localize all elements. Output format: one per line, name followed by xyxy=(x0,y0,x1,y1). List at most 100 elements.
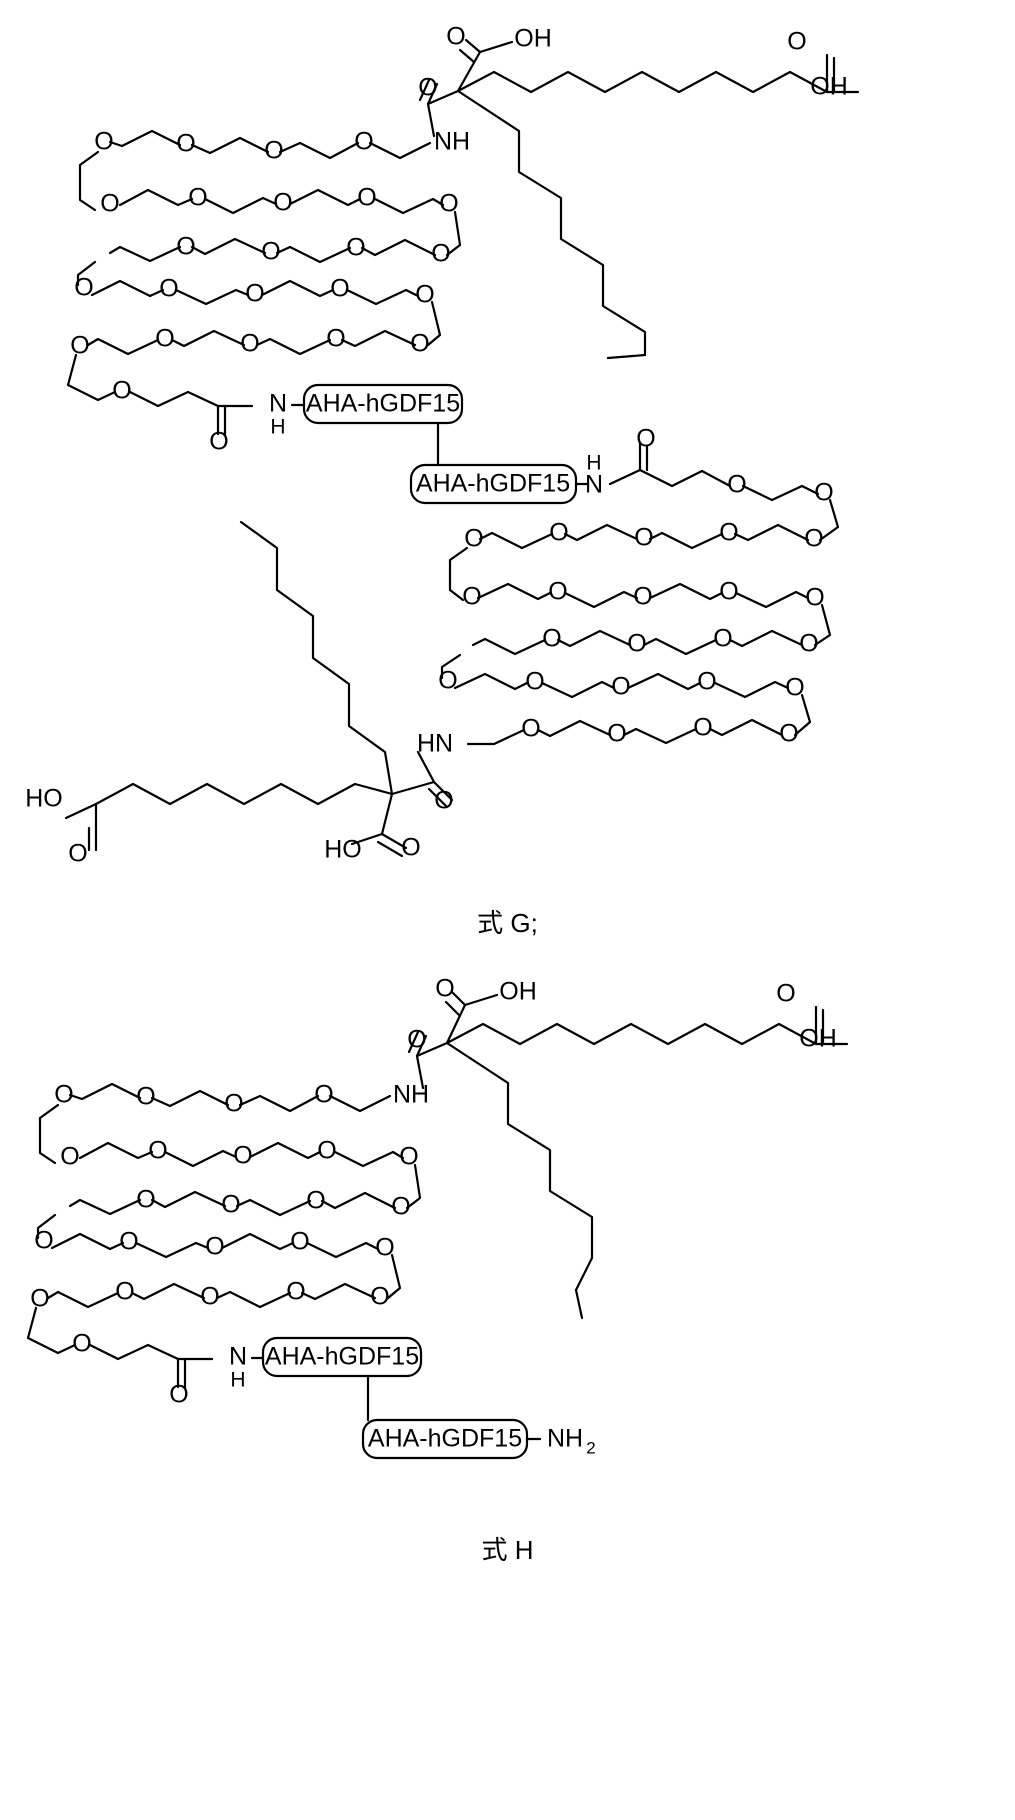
h-label-nh-top: NH xyxy=(393,1081,429,1109)
svg-text:O: O xyxy=(357,184,376,212)
g-label-oh-top: OH xyxy=(514,25,552,53)
g-lower-peg-oxygen-labels: O O O O O O O O O O O O O O O O O O O O … xyxy=(438,471,833,748)
svg-text:O: O xyxy=(34,1227,53,1255)
svg-text:O: O xyxy=(410,330,429,358)
svg-text:O: O xyxy=(100,190,119,218)
svg-text:O: O xyxy=(317,1137,336,1165)
svg-text:O: O xyxy=(719,519,738,547)
h-label-nh2-subscript: 2 xyxy=(586,1438,595,1457)
g-label-o-acid-top: O xyxy=(446,23,465,51)
svg-text:O: O xyxy=(54,1081,73,1109)
g-label-ho-left: HO xyxy=(25,785,63,813)
svg-text:O: O xyxy=(72,1330,91,1358)
h-protein-box-2-label: AHA-hGDF15 xyxy=(368,1425,522,1453)
h-protein-box-1[interactable]: AHA-hGDF15 xyxy=(261,1336,423,1378)
g-protein-box-2-label: AHA-hGDF15 xyxy=(416,470,570,498)
g-label-o-lower-amide2: O xyxy=(434,787,453,815)
svg-text:O: O xyxy=(306,1187,325,1215)
svg-text:O: O xyxy=(60,1143,79,1171)
svg-text:O: O xyxy=(224,1090,243,1118)
svg-text:O: O xyxy=(375,1234,394,1262)
svg-text:O: O xyxy=(245,280,264,308)
svg-text:O: O xyxy=(136,1083,155,1111)
svg-text:O: O xyxy=(221,1191,240,1219)
svg-text:O: O xyxy=(697,668,716,696)
h-label-o-acid-top: O xyxy=(435,975,454,1003)
svg-text:O: O xyxy=(354,128,373,156)
svg-text:O: O xyxy=(30,1285,49,1313)
h-label-o-amide-linker: O xyxy=(169,1381,188,1409)
h-protein-box-2[interactable]: AHA-hGDF15 xyxy=(361,1418,529,1460)
g-label-o-acid-right: O xyxy=(787,28,806,56)
svg-text:O: O xyxy=(119,1228,138,1256)
svg-text:O: O xyxy=(330,275,349,303)
g-peg-oxygen-labels: O O O O O O O O O O O O O O O O O O O O … xyxy=(70,128,458,405)
svg-text:O: O xyxy=(439,190,458,218)
g-protein-box-1-label: AHA-hGDF15 xyxy=(306,390,460,418)
svg-text:O: O xyxy=(799,630,818,658)
h-label-nh2: NH xyxy=(547,1425,583,1453)
formula-h-group: OH O O NH O OH xyxy=(26,975,849,1460)
svg-text:O: O xyxy=(542,625,561,653)
svg-text:O: O xyxy=(115,1278,134,1306)
svg-text:O: O xyxy=(159,275,178,303)
g-label-n-box2: N xyxy=(585,471,603,499)
svg-text:O: O xyxy=(804,525,823,553)
svg-text:O: O xyxy=(785,674,804,702)
svg-text:O: O xyxy=(136,1186,155,1214)
svg-text:O: O xyxy=(627,630,646,658)
svg-text:O: O xyxy=(727,471,746,499)
g-label-o-amide-top: O xyxy=(418,74,437,102)
g-label-o-lower-amide: O xyxy=(636,425,655,453)
svg-text:O: O xyxy=(391,1193,410,1221)
svg-text:O: O xyxy=(188,184,207,212)
svg-text:O: O xyxy=(462,583,481,611)
g-protein-box-1[interactable]: AHA-hGDF15 xyxy=(302,383,464,425)
svg-text:O: O xyxy=(240,330,259,358)
g-lower-peg-chain xyxy=(440,441,840,746)
svg-text:O: O xyxy=(314,1081,333,1109)
g-label-o-lower-acid: O xyxy=(401,834,420,862)
svg-text:O: O xyxy=(205,1233,224,1261)
svg-text:O: O xyxy=(399,1143,418,1171)
svg-text:O: O xyxy=(286,1278,305,1306)
g-lower-quaternary-center xyxy=(64,520,454,858)
svg-text:O: O xyxy=(261,238,280,266)
svg-text:O: O xyxy=(634,524,653,552)
svg-text:O: O xyxy=(176,233,195,261)
svg-text:O: O xyxy=(326,325,345,353)
g-protein-box-2[interactable]: AHA-hGDF15 xyxy=(409,463,578,505)
svg-text:O: O xyxy=(464,525,483,553)
h-label-o-amide-top: O xyxy=(407,1026,426,1054)
svg-text:O: O xyxy=(549,519,568,547)
svg-text:O: O xyxy=(607,720,626,748)
h-quaternary-center xyxy=(407,990,849,1320)
svg-text:O: O xyxy=(155,325,174,353)
svg-text:O: O xyxy=(74,274,93,302)
svg-text:O: O xyxy=(814,479,833,507)
g-quaternary-center xyxy=(418,38,860,360)
svg-text:O: O xyxy=(525,668,544,696)
svg-text:O: O xyxy=(200,1283,219,1311)
formula-g-group: OH O O NH O OH xyxy=(25,23,860,868)
g-label-o-amide-linker: O xyxy=(209,428,228,456)
g-label-h-box1: H xyxy=(270,416,285,439)
svg-text:O: O xyxy=(611,673,630,701)
h-label-oh-acid-right: OH xyxy=(799,1025,837,1053)
g-label-n-box1: N xyxy=(269,390,287,418)
h-peg-oxygen-labels: O O O O O O O O O O O O O O O O O O O O … xyxy=(30,1081,418,1358)
svg-text:O: O xyxy=(548,578,567,606)
svg-text:O: O xyxy=(94,128,113,156)
g-label-ho-lower: HO xyxy=(324,836,362,864)
svg-text:O: O xyxy=(70,332,89,360)
svg-text:O: O xyxy=(713,625,732,653)
svg-text:O: O xyxy=(112,377,131,405)
svg-text:O: O xyxy=(779,720,798,748)
svg-text:O: O xyxy=(290,1228,309,1256)
h-label-o-acid-right: O xyxy=(776,980,795,1008)
g-label-o-left-acid: O xyxy=(68,840,87,868)
g-peg-chain xyxy=(66,129,462,436)
caption-formula-h: 式 H xyxy=(481,1535,534,1565)
